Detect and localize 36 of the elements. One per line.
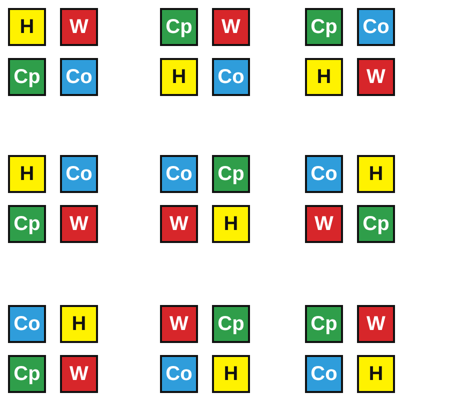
label-tile: H xyxy=(305,58,343,96)
label-tile: H xyxy=(60,305,98,343)
label-tile: Co xyxy=(60,58,98,96)
label-tile: H xyxy=(212,355,250,393)
label-tile: H xyxy=(357,355,395,393)
label-tile: Co xyxy=(8,305,46,343)
label-tile: H xyxy=(160,58,198,96)
label-tile: W xyxy=(305,205,343,243)
label-tile: Co xyxy=(305,155,343,193)
label-tile: Co xyxy=(357,8,395,46)
label-tile: W xyxy=(60,355,98,393)
label-tile: W xyxy=(160,305,198,343)
label-tile: Cp xyxy=(212,155,250,193)
label-tile: W xyxy=(357,305,395,343)
label-tile: W xyxy=(60,205,98,243)
label-tile: Cp xyxy=(8,205,46,243)
label-tile: Cp xyxy=(8,355,46,393)
label-tile: Co xyxy=(160,355,198,393)
label-tile: W xyxy=(357,58,395,96)
label-tile: Cp xyxy=(160,8,198,46)
label-tile: H xyxy=(8,155,46,193)
label-tile: Cp xyxy=(8,58,46,96)
label-tile: H xyxy=(8,8,46,46)
label-tile: Cp xyxy=(305,8,343,46)
label-tile: W xyxy=(212,8,250,46)
label-tile: Co xyxy=(60,155,98,193)
label-tile: H xyxy=(212,205,250,243)
label-tile: W xyxy=(60,8,98,46)
label-tile: Cp xyxy=(357,205,395,243)
label-tile: W xyxy=(160,205,198,243)
label-tile: H xyxy=(357,155,395,193)
label-tile: Co xyxy=(160,155,198,193)
label-tile: Cp xyxy=(305,305,343,343)
label-tile: Co xyxy=(305,355,343,393)
label-tile: Co xyxy=(212,58,250,96)
label-tile: Cp xyxy=(212,305,250,343)
